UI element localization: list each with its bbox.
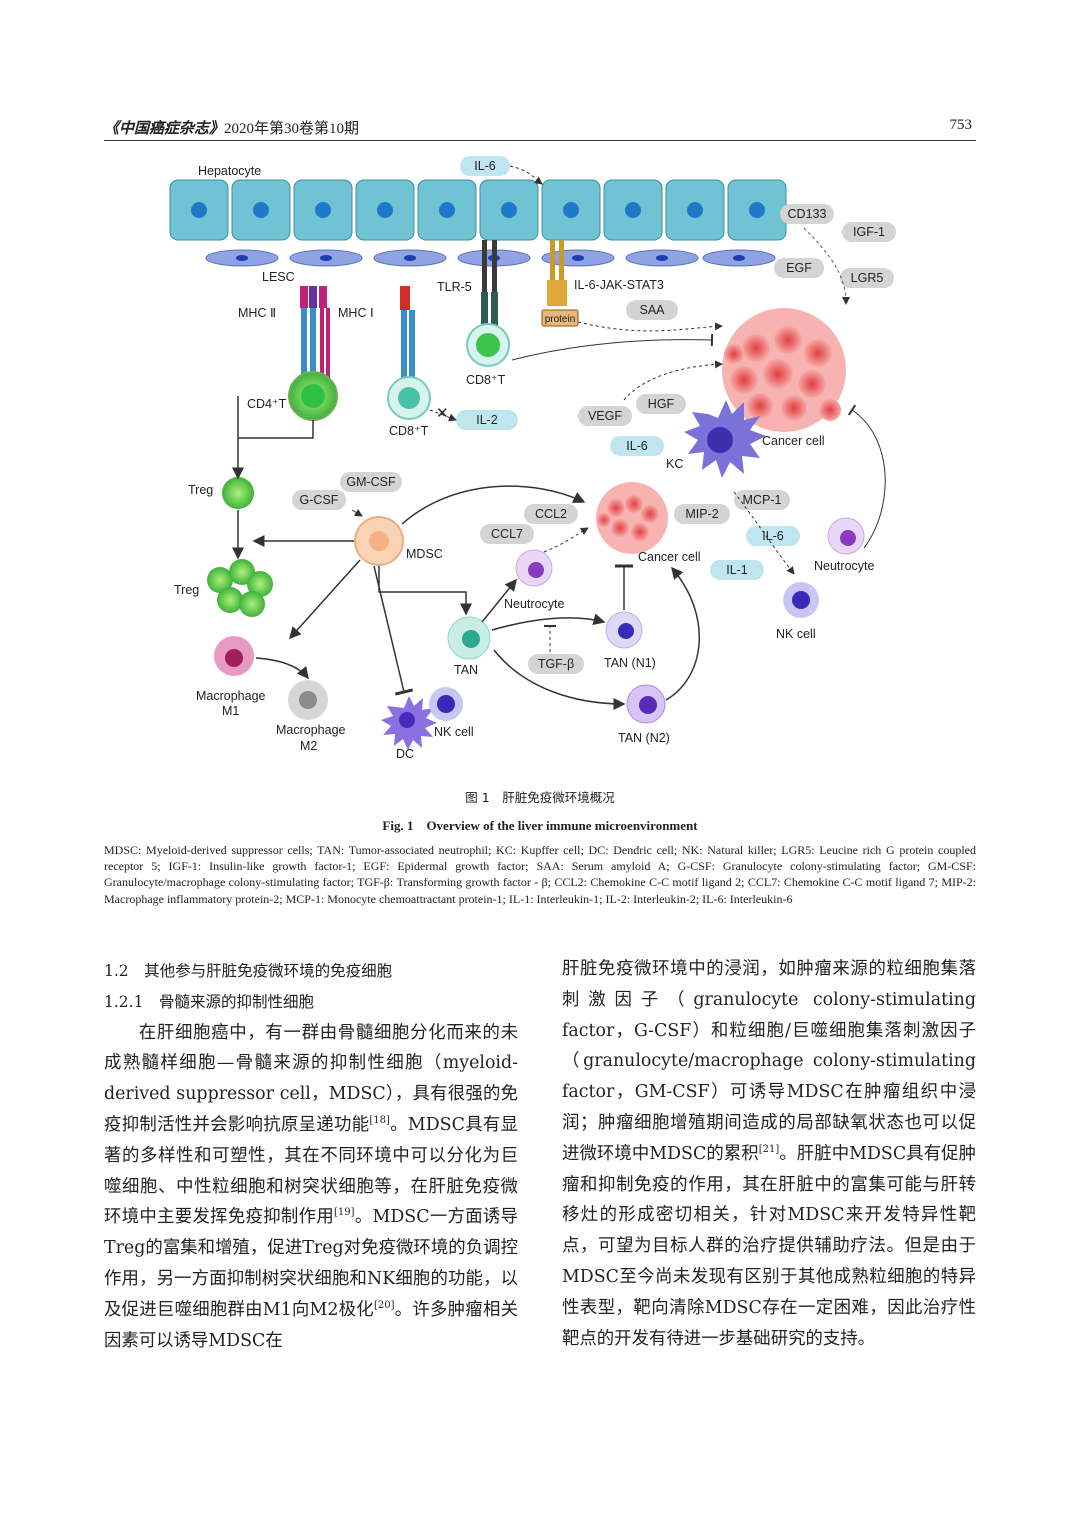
running-header: 《中国癌症杂志》2020年第30卷第10期 753	[104, 117, 976, 141]
pill-saa	[626, 300, 678, 320]
label-tan-n2: TAN (N2)	[618, 731, 670, 745]
label-mcp1: MCP-1	[743, 493, 782, 507]
paragraph-mdsc-continued: 肝脏免疫微环境中的浸润，如肿瘤来源的粒细胞集落刺激因子（granulocyte …	[562, 959, 976, 1349]
label-hepatocyte: Hepatocyte	[198, 164, 261, 178]
pill-ccl7	[480, 524, 534, 544]
treg-cell-single	[222, 477, 254, 509]
label-kc: KC	[666, 457, 683, 471]
tlr5-receptor	[481, 240, 498, 328]
label-cd8t-b: CD8⁺T	[466, 373, 506, 387]
label-tlr5: TLR-5	[437, 280, 472, 294]
label-gmcsf: GM-CSF	[346, 475, 396, 489]
label-cd8t-a: CD8⁺T	[389, 424, 429, 438]
pill-hgf	[636, 394, 686, 414]
left-column: 1.2 其他参与肝脏免疫微环境的免疫细胞 1.2.1 骨髓来源的抑制性细胞 在肝…	[104, 956, 518, 1356]
right-column: 肝脏免疫微环境中的浸润，如肿瘤来源的粒细胞集落刺激因子（granulocyte …	[562, 954, 976, 1354]
pill-mip2	[674, 504, 730, 524]
label-mac-m2b: M2	[300, 739, 317, 753]
label-tan-n1: TAN (N1)	[604, 656, 656, 670]
pill-cd133	[780, 204, 834, 224]
hepatocyte-row	[169, 179, 787, 241]
figure-caption-cn: 图 1 肝脏免疫微环境概况	[465, 790, 615, 805]
pill-il6-mid	[746, 526, 800, 546]
label-neutrocyte-mid: Neutrocyte	[504, 597, 564, 611]
label-mdsc: MDSC	[406, 547, 443, 561]
label-lesc: LESC	[262, 270, 295, 284]
label-mac-m2: Macrophage	[276, 723, 346, 737]
label-nk-right: NK cell	[776, 627, 816, 641]
label-gcsf: G-CSF	[300, 493, 339, 507]
liver-immune-figure: Hepatocyte LESC MHC Ⅱ MHC Ⅰ TLR-5 protei…	[169, 156, 896, 761]
cancer-cluster-large	[722, 308, 846, 432]
pill-gcsf	[292, 490, 346, 510]
treg-cluster	[207, 559, 273, 617]
label-mhc1: MHC Ⅰ	[338, 306, 374, 320]
label-il6-kc: IL-6	[626, 439, 648, 453]
section-heading-1-2: 1.2 其他参与肝脏免疫微环境的免疫细胞	[104, 962, 393, 980]
label-il6-jak-stat3: IL-6-JAK-STAT3	[574, 278, 664, 292]
label-il2: IL-2	[476, 413, 498, 427]
ref-19: [19]	[334, 1207, 355, 1219]
pill-il6-top	[460, 156, 510, 176]
label-cancer-cell-1: Cancer cell	[762, 434, 825, 448]
label-mac-m1: Macrophage	[196, 689, 266, 703]
pill-egf	[774, 258, 824, 278]
label-lgr5: LGR5	[851, 271, 884, 285]
figure-abbreviations: MDSC: Myeloid-derived suppressor cells; …	[104, 843, 976, 906]
journal-title: 《中国癌症杂志》2020年第30卷第10期	[104, 121, 360, 137]
label-ccl7: CCL7	[491, 527, 523, 541]
il6-jak-receptor: protein	[541, 240, 579, 327]
kupffer-cell	[684, 400, 766, 478]
pill-il1	[710, 560, 764, 580]
section-heading-1-2-1: 1.2.1 骨髓来源的抑制性细胞	[104, 992, 314, 1011]
label-mip2: MIP-2	[685, 507, 718, 521]
label-il6-top: IL-6	[474, 159, 496, 173]
label-treg-1: Treg	[188, 483, 213, 497]
pill-vegf	[578, 406, 632, 426]
header-rule	[104, 140, 976, 141]
svg-text:✕: ✕	[436, 405, 449, 422]
label-il1: IL-1	[726, 563, 748, 577]
label-protein: protein	[545, 314, 576, 325]
label-treg-2: Treg	[174, 583, 199, 597]
label-egf: EGF	[786, 261, 812, 275]
page-number: 753	[949, 117, 973, 133]
label-cd4t: CD4⁺T	[247, 397, 287, 411]
cancer-cluster-small	[596, 482, 668, 554]
pill-ccl2	[524, 504, 578, 524]
figure-caption-en: Fig. 1 Overview of the liver immune micr…	[382, 818, 698, 833]
label-vegf: VEGF	[588, 409, 622, 423]
label-igf1: IGF-1	[853, 225, 885, 239]
label-tan: TAN	[454, 663, 478, 677]
label-il6-mid: IL-6	[762, 529, 784, 543]
mhc1-receptor	[400, 286, 415, 380]
label-mac-m1b: M1	[222, 704, 239, 718]
label-saa: SAA	[639, 303, 665, 317]
pill-il2	[456, 410, 518, 430]
mhc2-receptor	[300, 286, 330, 378]
label-neutrocyte-right: Neutrocyte	[814, 559, 874, 573]
label-hgf: HGF	[648, 397, 675, 411]
label-cd133: CD133	[788, 207, 827, 221]
pill-mcp1	[734, 490, 790, 510]
label-cancer-cell-2: Cancer cell	[638, 550, 701, 564]
pill-tgfb	[528, 654, 584, 674]
label-mhc2: MHC Ⅱ	[238, 306, 276, 320]
label-ccl2: CCL2	[535, 507, 567, 521]
pill-lgr5	[840, 268, 894, 288]
paragraph-mdsc: 在肝细胞癌中，有一群由骨髓细胞分化而来的未成熟髓样细胞—骨髓来源的抑制性细胞（m…	[104, 1022, 518, 1351]
pill-il6-kc	[610, 436, 664, 456]
label-nk-mid: NK cell	[434, 725, 474, 739]
label-tgfb: TGF-β	[538, 657, 574, 671]
pill-gmcsf	[340, 472, 402, 492]
ref-20: [20]	[373, 1299, 395, 1311]
ref-21: [21]	[758, 1143, 780, 1155]
dc-cell	[381, 696, 437, 750]
lesc-row	[205, 249, 776, 267]
ref-18: [18]	[369, 1115, 390, 1127]
pill-igf1	[842, 222, 896, 242]
label-dc: DC	[396, 747, 414, 761]
